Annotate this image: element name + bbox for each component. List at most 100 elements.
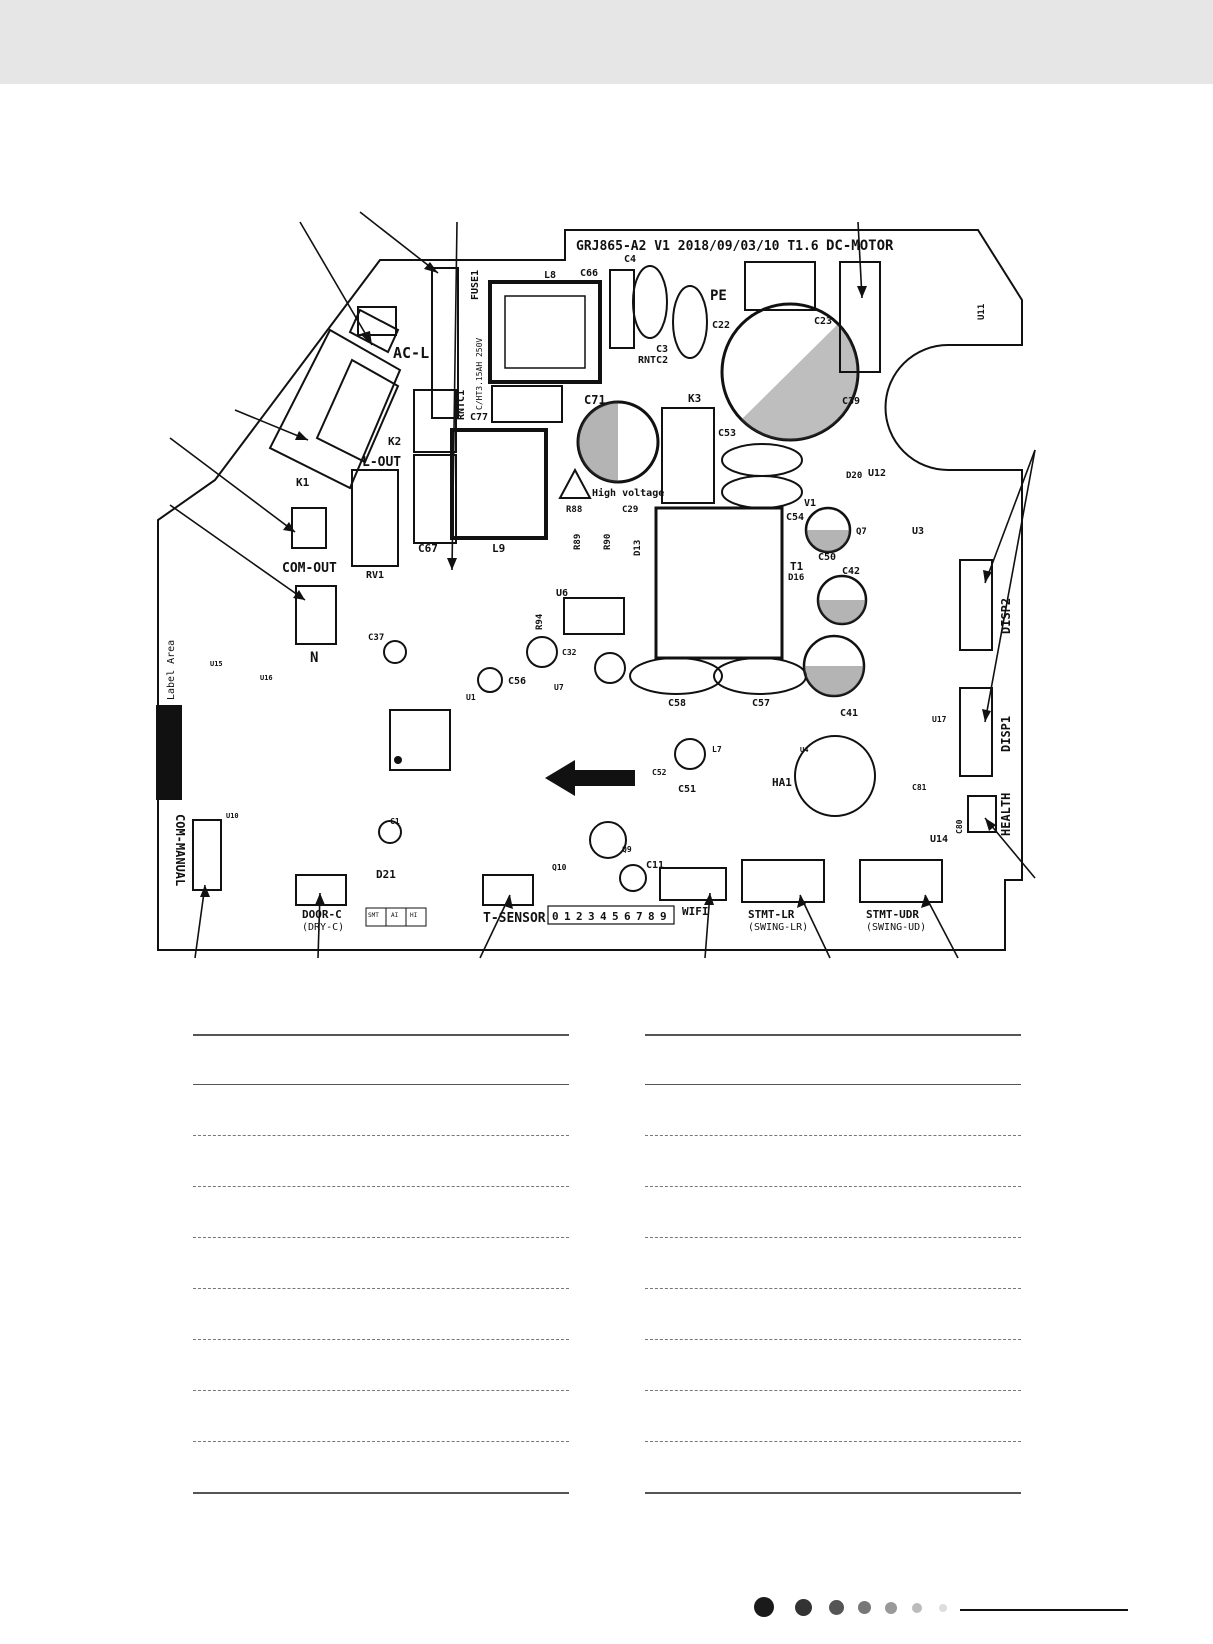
disp1-label: DISP1	[999, 716, 1013, 752]
digit-5: 5	[612, 910, 619, 923]
c29-label: C29	[622, 505, 638, 515]
u4-label: U4	[800, 746, 808, 754]
digit-strip-frame	[547, 905, 675, 925]
t-sensor-label: T-SENSOR	[483, 911, 546, 926]
hv-warning-label: High voltage	[592, 487, 664, 499]
ac-l-pad	[357, 306, 397, 336]
jumper-table: SMT AI HI	[365, 907, 427, 927]
c23-label: C23	[814, 316, 832, 327]
c3-label: C3	[656, 344, 668, 355]
c42-label: C42	[842, 566, 860, 577]
c51-label: C51	[678, 784, 696, 795]
board-outline	[157, 229, 1023, 951]
q9-label: Q9	[622, 845, 632, 854]
digit-7: 7	[636, 910, 643, 923]
u14-label: U14	[930, 834, 948, 845]
rntc2-label: RNTC2	[638, 355, 668, 366]
u17-label: U17	[932, 715, 947, 724]
fuse-rating-label: C/HT3.15AH 250V	[475, 338, 484, 410]
v1-label: V1	[804, 498, 816, 509]
c41-label: C41	[840, 708, 858, 719]
c77-label: C77	[470, 412, 488, 423]
u15-label: U15	[210, 660, 223, 668]
stmt-ud-connector	[859, 859, 943, 903]
door-c-connector	[295, 874, 347, 906]
c80-label: C80	[955, 819, 964, 834]
c22-label: C22	[712, 320, 730, 331]
d13-label: D13	[633, 540, 643, 556]
pe-label: PE	[710, 288, 727, 304]
hv-warning-icon	[558, 467, 592, 499]
stmt-lr-label: STMT-LR	[748, 908, 795, 921]
digit-9: 9	[660, 910, 667, 923]
ha1-buzzer	[794, 735, 876, 817]
c11-label: C11	[646, 860, 664, 871]
com-out-label: COM-OUT	[282, 561, 337, 576]
progress-dot	[858, 1601, 871, 1614]
leader-lines	[169, 211, 1036, 959]
com-manual-connector	[192, 819, 222, 891]
u1-mcu	[389, 709, 451, 771]
swing-ud-label: (SWING-UD)	[866, 922, 926, 933]
r94-label: R94	[535, 613, 545, 630]
legend-table-right	[645, 1034, 1021, 1494]
digit-4: 4	[600, 910, 607, 923]
c52-label: C52	[652, 768, 667, 777]
c22-capacitor	[672, 285, 708, 359]
progress-dot	[795, 1599, 812, 1616]
health-label: HEALTH	[999, 793, 1013, 836]
rv1-label: RV1	[366, 570, 384, 581]
k1-label: K1	[296, 476, 310, 489]
c32-label: C32	[562, 648, 577, 657]
swing-lr-label: (SWING-LR)	[748, 922, 808, 933]
header-band	[0, 0, 1213, 84]
ac-l-label: AC-L	[393, 344, 429, 362]
dc-motor-connector	[839, 261, 881, 373]
progress-dot	[939, 1604, 947, 1612]
c53-label: C53	[718, 428, 736, 439]
digit-0: 0	[552, 910, 559, 923]
ha1-label: HA1	[772, 776, 792, 789]
fuse1-label: FUSE1	[470, 270, 481, 300]
com-out-pad	[291, 507, 327, 549]
rv1-varistor	[351, 469, 399, 567]
c1-label: C1	[390, 817, 400, 826]
dc-motor-label: DC-MOTOR	[826, 238, 894, 254]
l9-inductor	[450, 428, 548, 540]
direction-arrow	[545, 760, 635, 796]
l8-inductor	[488, 280, 602, 384]
c56-label: C56	[508, 676, 526, 687]
k2-label: K2	[388, 435, 401, 448]
c37-label: C37	[368, 633, 384, 643]
l9-label: L9	[492, 542, 505, 555]
disp2-connector	[959, 559, 993, 651]
dry-c-label: (DRY-C)	[302, 922, 344, 933]
jumper-smt: SMT	[368, 912, 379, 919]
c4-label: C4	[624, 254, 636, 265]
digit-3: 3	[588, 910, 595, 923]
r88-label: R88	[566, 505, 582, 515]
u3-label: U3	[912, 526, 924, 537]
digit-1: 1	[564, 910, 571, 923]
progress-dot	[912, 1603, 922, 1613]
t-sensor-connector	[482, 874, 534, 906]
jumper-hi: HI	[410, 912, 418, 919]
l8-label: L8	[544, 270, 556, 281]
u16-label: U16	[260, 674, 273, 682]
footer-rule	[960, 1609, 1128, 1611]
label-area-text: Label Area	[166, 640, 177, 700]
c71-capacitor	[576, 400, 660, 484]
legend-table-left	[193, 1034, 569, 1494]
digit-strip: 0 1 2 3 4 5 6 7 8 9	[552, 910, 667, 923]
label-area-block	[156, 705, 182, 800]
d20-label: D20	[846, 471, 862, 481]
d21-label: D21	[376, 868, 396, 881]
wifi-label: WIFI	[682, 905, 709, 918]
t1-transformer	[654, 506, 784, 660]
u11-label: U11	[977, 304, 987, 320]
fuse1-body	[431, 267, 459, 419]
c50-label: C50	[818, 552, 836, 563]
progress-dot	[829, 1600, 844, 1615]
u7-label: U7	[554, 683, 564, 692]
progress-dot	[885, 1602, 897, 1614]
